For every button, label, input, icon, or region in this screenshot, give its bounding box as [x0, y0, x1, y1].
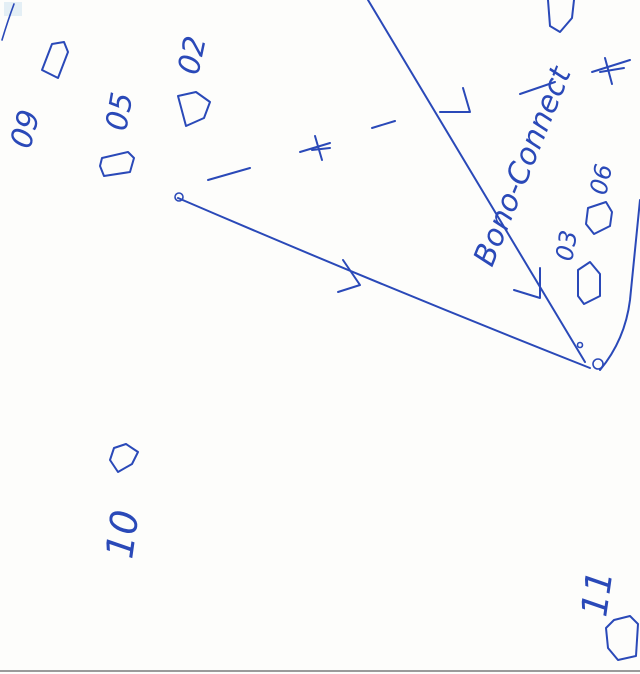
edge-left-to-bottom — [178, 198, 590, 368]
edge-right-side — [600, 200, 640, 370]
edge-left-to-bottom-arrow — [338, 260, 360, 292]
site-marker-09 — [42, 42, 68, 78]
edge-dashed-3 — [372, 121, 395, 128]
vertex-bottom-small — [578, 343, 583, 348]
vertex-bottom — [593, 359, 603, 369]
site-marker-top-right — [548, 0, 574, 32]
site-marker-06 — [586, 202, 612, 234]
site-marker-02 — [178, 92, 210, 126]
site-marker-11 — [606, 616, 638, 660]
site-marker-05 — [100, 152, 134, 176]
label-site-06: 06 — [584, 162, 618, 198]
label-site-09: 09 — [4, 106, 48, 152]
edge-top-to-bottom-arrow-mid — [440, 88, 470, 112]
edge-dashed-1 — [208, 168, 250, 180]
label-site-03: 03 — [550, 228, 583, 263]
label-site-05: 05 — [99, 90, 140, 134]
label-site-10: 10 — [97, 507, 147, 561]
vertex-left — [175, 193, 183, 201]
edge-top-to-bottom-arrow-head — [514, 268, 540, 298]
label-site-02: 02 — [172, 33, 214, 78]
edge-top-to-bottom — [368, 0, 585, 362]
site-marker-10 — [110, 444, 138, 472]
label-site-11: 11 — [574, 568, 621, 619]
edge-dashed-arrow-2 — [600, 58, 624, 84]
site-marker-03 — [578, 262, 600, 304]
